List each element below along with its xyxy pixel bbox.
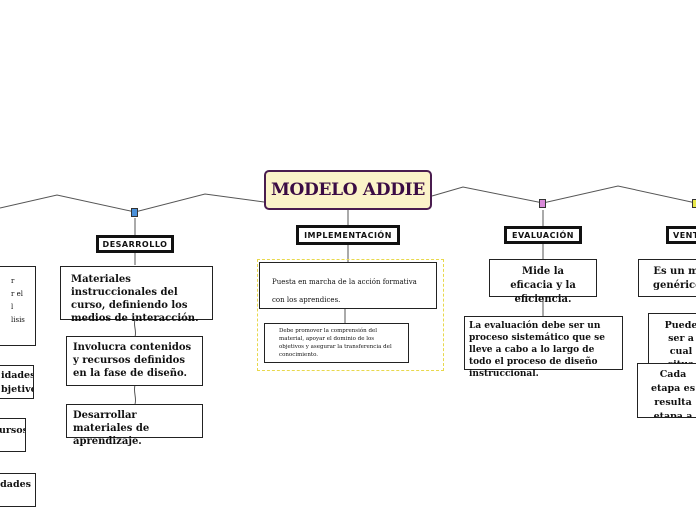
desarrollo-item-2: Involucra contenidos y recursos definido… bbox=[66, 336, 203, 386]
left-partial-line-2: r el bbox=[11, 290, 23, 298]
implementacion-subnote: Debe promover la comprensión del materia… bbox=[264, 323, 409, 363]
desarrollo-item-3: Desarrollar materiales de aprendizaje. bbox=[66, 404, 203, 447]
evaluacion-item-2: La evaluación debe ser un proceso sistem… bbox=[464, 316, 623, 379]
ventajas-tag-icon bbox=[692, 199, 696, 208]
root-title: MODELO ADDIE bbox=[264, 170, 432, 210]
desarrollo-tag-icon bbox=[131, 208, 138, 217]
ventajas-item-2: Puede ser a cual situa instruc bbox=[648, 313, 696, 369]
implementacion-dashed-frame bbox=[257, 259, 444, 371]
desarrollo-item-1: Materiales instruccionales del curso, de… bbox=[60, 266, 213, 324]
desarrollo-heading: DESARROLLO bbox=[96, 235, 174, 253]
left-partial-box-4: dades bbox=[0, 473, 36, 507]
ventajas-item-3: Cada etapa es resulta etapa a bbox=[637, 363, 696, 418]
ventajas-item-1: Es un m genérico bbox=[638, 259, 696, 297]
left-partial-box-3: ursos bbox=[0, 418, 26, 452]
left-partial-line-1: r bbox=[11, 277, 15, 285]
left-partial-box-1: r r el l lisis bbox=[0, 266, 36, 346]
left-partial-box-2: idades bjetivo. bbox=[0, 365, 34, 399]
left-partial-line-4: lisis bbox=[11, 316, 25, 324]
evaluacion-heading: EVALUACIÓN bbox=[504, 226, 582, 244]
implementacion-note: Puesta en marcha de la acción formativa … bbox=[259, 262, 437, 309]
evaluacion-item-1: Mide la eficacia y la eficiencia. bbox=[489, 259, 597, 305]
implementacion-heading: IMPLEMENTACIÓN bbox=[296, 225, 400, 245]
left-partial-line-3: l bbox=[11, 303, 14, 311]
ventajas-heading: VENT bbox=[666, 226, 696, 244]
evaluacion-tag-icon bbox=[539, 199, 546, 208]
